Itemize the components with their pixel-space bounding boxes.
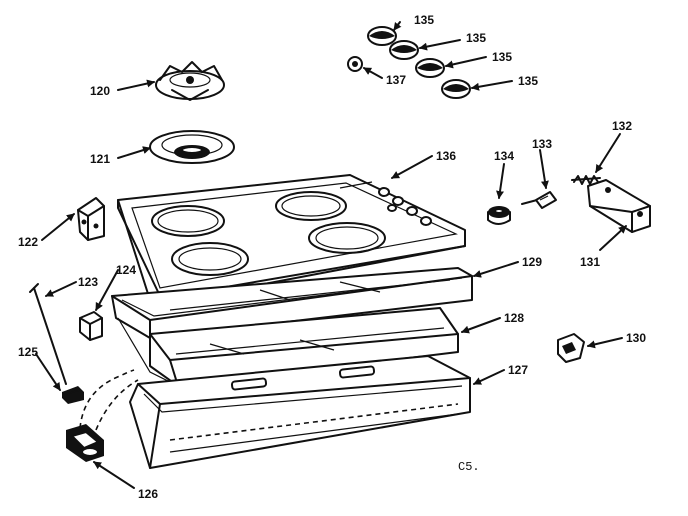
- figure-code: C5.: [458, 460, 480, 474]
- part-136-cooktop-panel: [117, 174, 466, 301]
- part-134-knob-base: [487, 206, 511, 225]
- part-124-clip: [79, 311, 103, 341]
- part-126-igniter-module: [66, 424, 104, 462]
- part-135-knob-3: [415, 58, 445, 78]
- part-135-knob-2: [389, 40, 419, 60]
- callout-126: 126: [138, 487, 158, 501]
- part-135-knob-4: [441, 79, 471, 99]
- callout-129: 129: [522, 255, 542, 269]
- callout-135-b: 135: [466, 31, 486, 45]
- part-125-latch: [62, 386, 84, 404]
- callout-120: 120: [90, 84, 110, 98]
- callout-121: 121: [90, 152, 110, 166]
- callout-labels: 135 135 135 135 137 120 121 136 134 133 …: [18, 13, 646, 501]
- part-135-knob-1: [367, 26, 397, 46]
- callout-124: 124: [116, 263, 136, 277]
- part-121-burner-bowl: [149, 130, 235, 164]
- part-130-fitting: [557, 333, 585, 363]
- callout-135-d: 135: [518, 74, 538, 88]
- callout-134: 134: [494, 149, 514, 163]
- callout-135-a: 135: [414, 13, 434, 27]
- part-127-lower-housing: [129, 355, 471, 469]
- part-123-rod: [29, 283, 67, 385]
- part-132-spring: [571, 175, 601, 185]
- callout-132: 132: [612, 119, 632, 133]
- callout-136: 136: [436, 149, 456, 163]
- callout-125: 125: [18, 345, 38, 359]
- callout-127: 127: [508, 363, 528, 377]
- part-131-bracket: [587, 179, 651, 233]
- part-129-frame: [111, 267, 473, 339]
- callout-130: 130: [626, 331, 646, 345]
- part-137-knob-insert: [347, 56, 363, 72]
- callout-133: 133: [532, 137, 552, 151]
- callout-135-c: 135: [492, 50, 512, 64]
- callout-131: 131: [580, 255, 600, 269]
- callout-122: 122: [18, 235, 38, 249]
- callout-128: 128: [504, 311, 524, 325]
- igniter-wire: [79, 369, 135, 429]
- leader-lines: [35, 21, 627, 489]
- part-133-electrode: [521, 191, 557, 209]
- part-120-burner-head: [155, 61, 225, 101]
- part-122-side-bracket: [77, 197, 105, 241]
- callout-137: 137: [386, 73, 406, 87]
- callout-123: 123: [78, 275, 98, 289]
